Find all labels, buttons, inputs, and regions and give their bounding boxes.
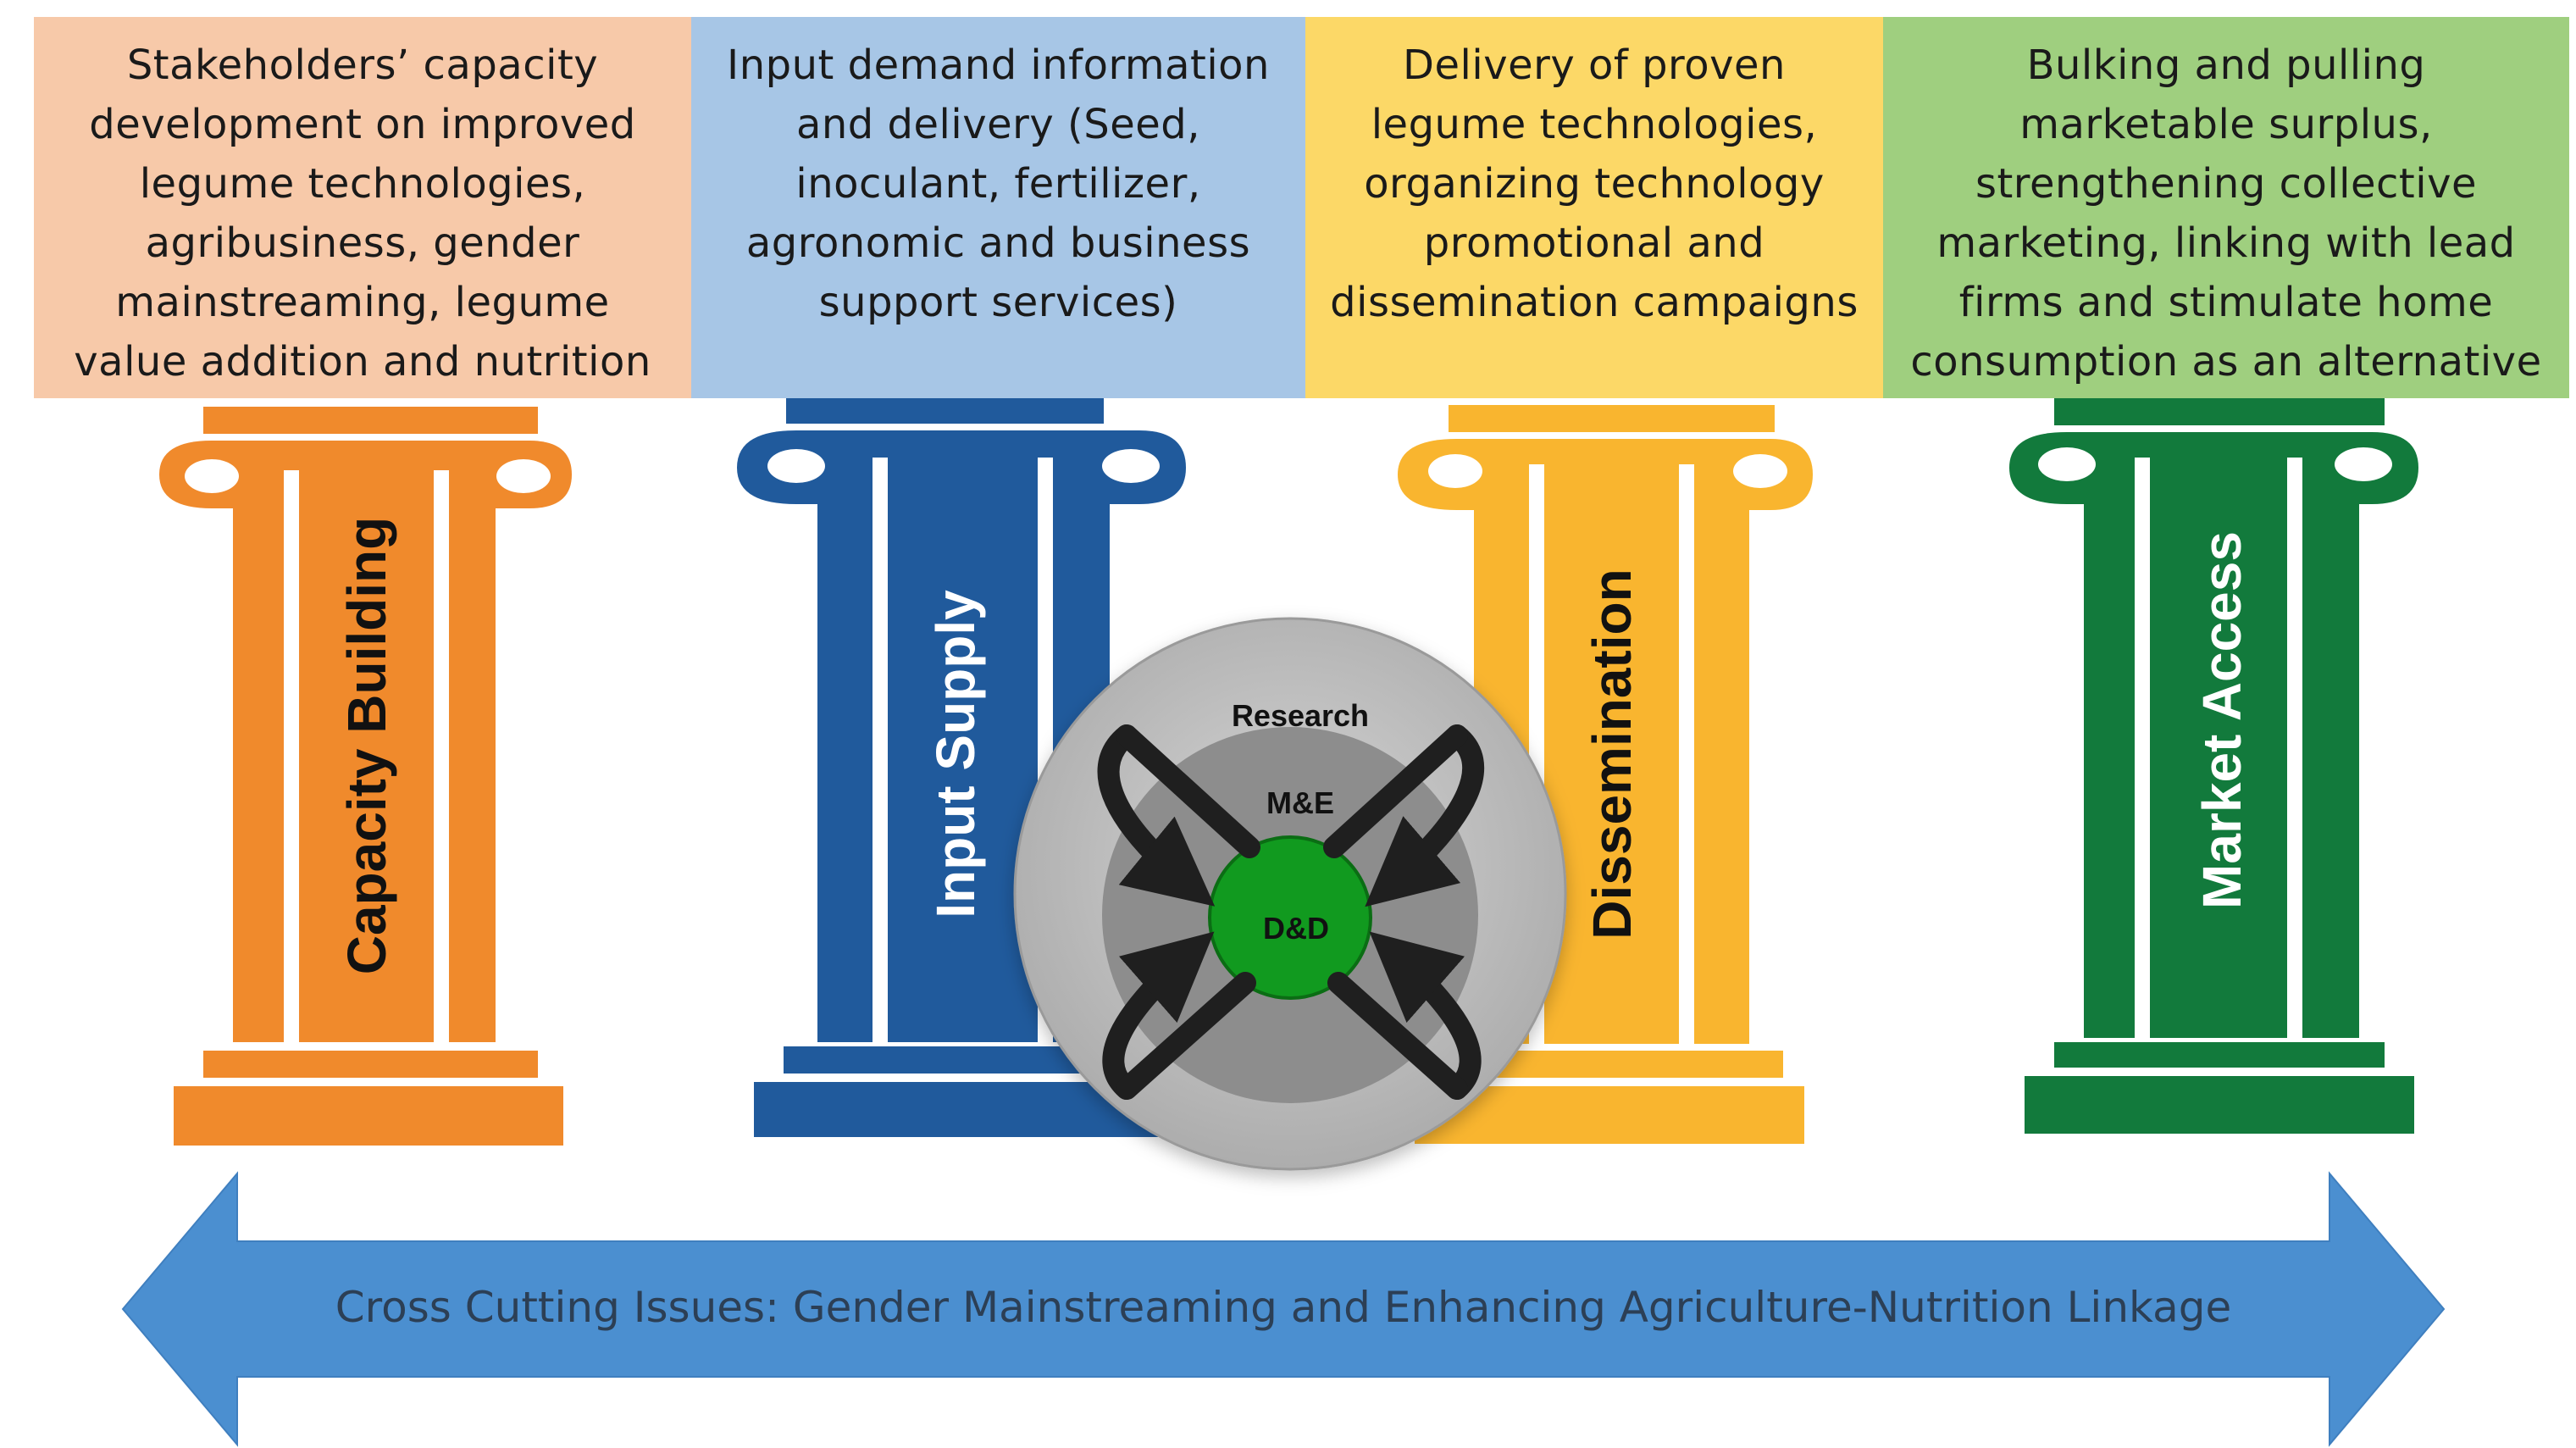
header-market-access-text: Bulking and pulling marketable surplus, … (1910, 42, 2542, 386)
research-label: Research (1232, 698, 1369, 733)
pillar-label-capacity-building: Capacity Building (336, 517, 397, 975)
monitoring-evaluation-label: M&E (1266, 785, 1334, 820)
header-dissemination-text: Delivery of proven legume technologies, … (1330, 42, 1859, 326)
pillar-label-market-access: Market Access (2191, 531, 2252, 909)
cross-cutting-text: Cross Cutting Issues: Gender Mainstreami… (335, 1283, 2231, 1332)
header-dissemination: Delivery of proven legume technologies, … (1305, 17, 1883, 398)
pillar-capacity-building (159, 407, 572, 1146)
dd-label: D&D (1263, 911, 1329, 946)
header-input-supply-text: Input demand information and delivery (S… (727, 42, 1270, 326)
pillar-label-dissemination: Dissemination (1582, 569, 1643, 939)
pillar-market-access (2009, 398, 2418, 1134)
header-input-supply: Input demand information and delivery (S… (691, 17, 1305, 398)
pillar-label-input-supply: Input Supply (925, 590, 986, 918)
research-cycle: Research M&E D&D (1013, 617, 1567, 1171)
dd-circle (1208, 835, 1372, 1000)
header-capacity-building-text: Stakeholders’ capacity development on im… (74, 42, 651, 386)
header-market-access: Bulking and pulling marketable surplus, … (1883, 17, 2569, 398)
cross-cutting-arrow (121, 1171, 2446, 1447)
cycle-arrow-tails (1116, 724, 1468, 1100)
header-capacity-building: Stakeholders’ capacity development on im… (34, 17, 691, 398)
cycle-arrows (1097, 724, 1485, 1100)
